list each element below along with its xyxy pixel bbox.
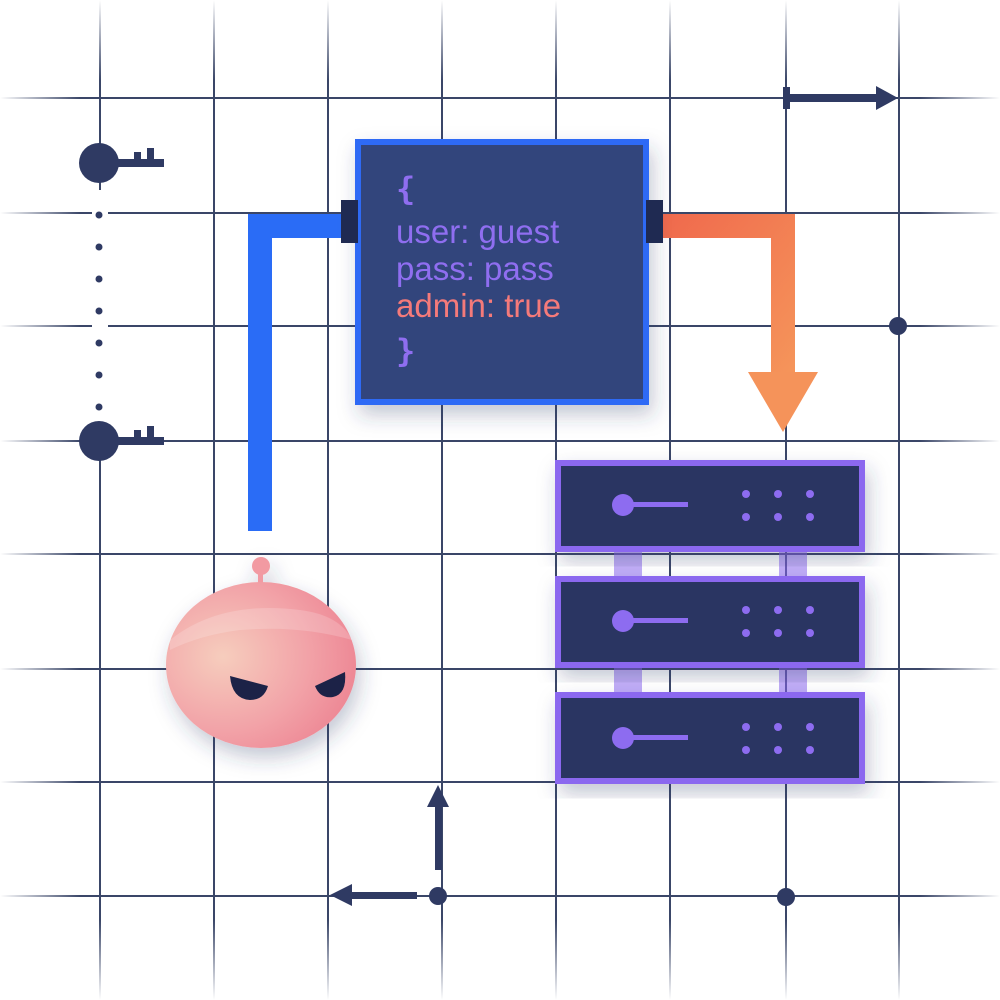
- server-stack-icon: [555, 460, 865, 784]
- payload-box: [355, 139, 649, 405]
- robot-icon: [166, 557, 356, 748]
- arrow-right-icon: [783, 86, 898, 110]
- robot-right-eye: [315, 672, 346, 698]
- server-unit: [555, 576, 865, 668]
- grid-line-h: [0, 97, 1000, 99]
- grid-line-v: [213, 0, 215, 1000]
- key-chain: [79, 143, 164, 461]
- grid-line-h: [0, 553, 1000, 555]
- payload-close-brace: }: [396, 332, 415, 370]
- grid-line-v: [898, 0, 900, 1000]
- grid-line-v: [327, 0, 329, 1000]
- payload-line-pass: pass: pass: [396, 250, 554, 287]
- grid-node-dots: [429, 317, 907, 906]
- orange-flow-arrowhead: [748, 372, 818, 432]
- grid-line-v: [99, 0, 101, 1000]
- key-icon: [79, 421, 164, 461]
- payload-line-admin-injected: admin: true: [396, 287, 561, 324]
- grid-line-h: [0, 668, 1000, 670]
- grid-line-h: [0, 440, 1000, 442]
- key-icon: [79, 143, 164, 183]
- grid-line-v: [441, 0, 443, 1000]
- payload-line-user: user: guest: [396, 213, 559, 250]
- grid-line-h: [0, 895, 1000, 897]
- arrow-up-icon: [427, 785, 449, 870]
- dotted-connector: [95, 211, 103, 411]
- server-unit: [555, 692, 865, 784]
- orange-flow-line: [660, 214, 795, 380]
- blue-flow-line: [248, 214, 345, 531]
- server-unit: [555, 460, 865, 552]
- grid-node: [889, 317, 907, 335]
- payload-connector-left: [341, 200, 358, 243]
- robot-left-eye: [230, 676, 268, 700]
- arrow-left-icon: [330, 884, 417, 906]
- grid-line-h: [0, 781, 1000, 783]
- payload-open-brace: {: [396, 170, 415, 208]
- grid-node: [777, 888, 795, 906]
- payload-connector-right: [646, 200, 663, 243]
- grid-node: [429, 887, 447, 905]
